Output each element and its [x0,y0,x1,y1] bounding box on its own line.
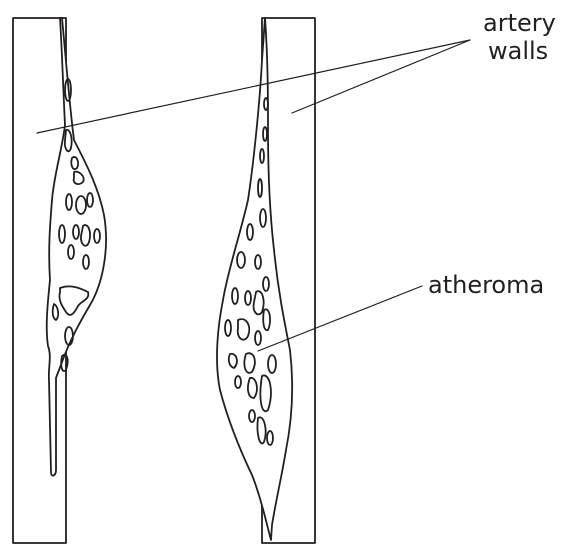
artery-walls-label-line1: artery [483,9,556,37]
artery-walls-label-line2: walls [483,37,556,65]
right-artery [217,18,315,543]
artery-walls-label: artery walls [483,9,556,65]
left-artery [13,18,106,543]
walls-pointer-left [37,40,470,133]
atheroma-label: atheroma [428,271,544,299]
walls-pointer-right [292,40,470,113]
